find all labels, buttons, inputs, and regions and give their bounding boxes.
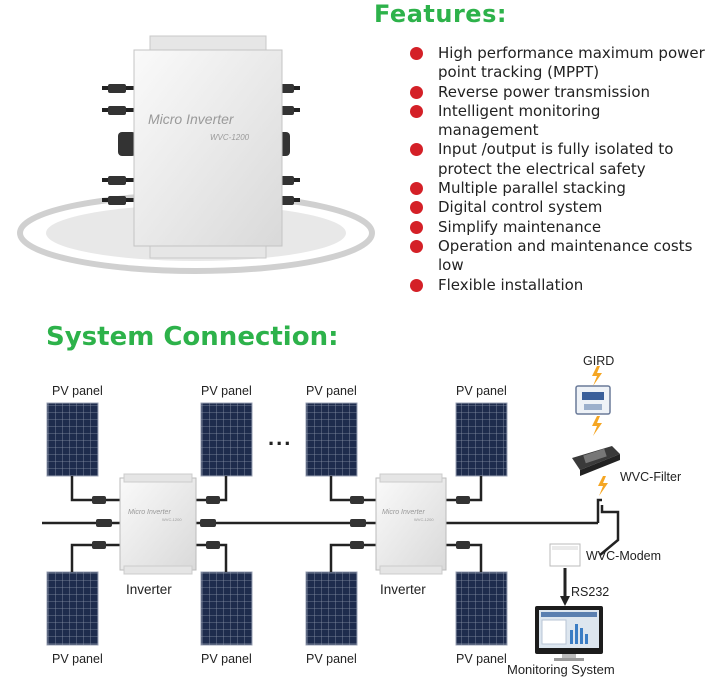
feature-text: Reverse power transmission	[438, 82, 651, 101]
pv-label-top-1: PV panel	[52, 384, 103, 398]
ellipsis-text: ...	[268, 425, 293, 450]
pv-label-bottom-3: PV panel	[306, 652, 357, 666]
pv-panel-top-2	[200, 402, 253, 477]
inverter-label-1: Inverter	[126, 582, 172, 597]
bullet-icon	[410, 239, 423, 253]
grid-meter-icon	[575, 385, 611, 415]
feature-text: High performance maximum power point tra…	[438, 44, 705, 82]
rs232-label: RS232	[571, 585, 610, 599]
list-item: Digital control system	[410, 198, 705, 217]
pv-panel-top-1	[46, 402, 99, 477]
inverter-2: Micro Inverter WVC-1200	[375, 473, 447, 575]
product-photo: Micro Inverter WVC-1200	[17, 35, 375, 274]
lightning-icon	[592, 366, 608, 496]
list-item: Intelligent monitoring management	[410, 102, 705, 141]
pv-label-bottom-4: PV panel	[456, 652, 507, 666]
modem-label: WVC-Modem	[586, 549, 662, 563]
list-item: High performance maximum power point tra…	[410, 44, 705, 83]
pv-panel-top-4	[455, 402, 508, 477]
grid-label: GIRD	[583, 354, 615, 368]
feature-text: Multiple parallel stacking	[438, 179, 626, 198]
pv-label-bottom-2: PV panel	[201, 652, 252, 666]
feature-text: Intelligent monitoring management	[438, 101, 601, 140]
list-item: Operation and maintenance costs low	[410, 237, 705, 276]
feature-text: Flexible installation	[438, 275, 584, 294]
feature-text: Simplify maintenance	[438, 217, 602, 236]
connectors	[92, 496, 470, 549]
monitor-icon	[535, 606, 603, 661]
pv-panels	[46, 402, 508, 646]
bullet-icon	[410, 85, 423, 99]
pv-panel-bottom-3	[305, 571, 358, 646]
list-item: Flexible installation	[410, 276, 705, 295]
bullet-icon	[410, 47, 423, 60]
pv-panel-bottom-1	[46, 571, 99, 646]
features-title: Features:	[374, 0, 507, 28]
bullet-icon	[410, 201, 423, 215]
pv-panel-bottom-2	[200, 571, 253, 646]
inverter-1: Micro Inverter WVC-1200	[119, 473, 197, 575]
list-item: Multiple parallel stacking	[410, 179, 705, 198]
bullet-icon	[410, 104, 423, 118]
list-item: Input /output is fully isolated to prote…	[410, 140, 705, 179]
filter-label: WVC-Filter	[620, 470, 682, 484]
pv-label-top-2: PV panel	[201, 384, 252, 398]
product-model-text: WVC-1200	[210, 133, 250, 142]
feature-text: Input /output is fully isolated to prote…	[438, 140, 674, 178]
product-name-text: Micro Inverter	[148, 111, 235, 127]
inverter-1-model: WVC-1200	[162, 517, 182, 522]
filter-icon	[572, 446, 620, 476]
modem-icon	[549, 543, 581, 567]
pv-panel-bottom-4	[455, 571, 508, 646]
pv-label-top-3: PV panel	[306, 384, 357, 398]
feature-text: Digital control system	[438, 198, 603, 217]
inverter-2-name: Micro Inverter	[382, 509, 425, 516]
pv-label-top-4: PV panel	[456, 384, 507, 398]
bullet-icon	[410, 220, 423, 234]
inverter-label-2: Inverter	[380, 582, 426, 597]
feature-list: High performance maximum power point tra…	[410, 44, 705, 295]
system-connection-title: System Connection:	[46, 322, 339, 352]
pv-panel-top-3	[305, 402, 358, 477]
list-item: Reverse power transmission	[410, 83, 705, 102]
feature-text: Operation and maintenance costs low	[438, 236, 693, 275]
bullet-icon	[410, 278, 423, 292]
inverter-1-name: Micro Inverter	[128, 509, 171, 516]
inverter-2-model: WVC-1200	[414, 517, 434, 522]
list-item: Simplify maintenance	[410, 218, 705, 237]
pv-label-bottom-1: PV panel	[52, 652, 103, 666]
bullet-icon	[410, 182, 423, 196]
monitoring-label: Monitoring System	[507, 662, 615, 677]
bullet-icon	[410, 143, 423, 157]
